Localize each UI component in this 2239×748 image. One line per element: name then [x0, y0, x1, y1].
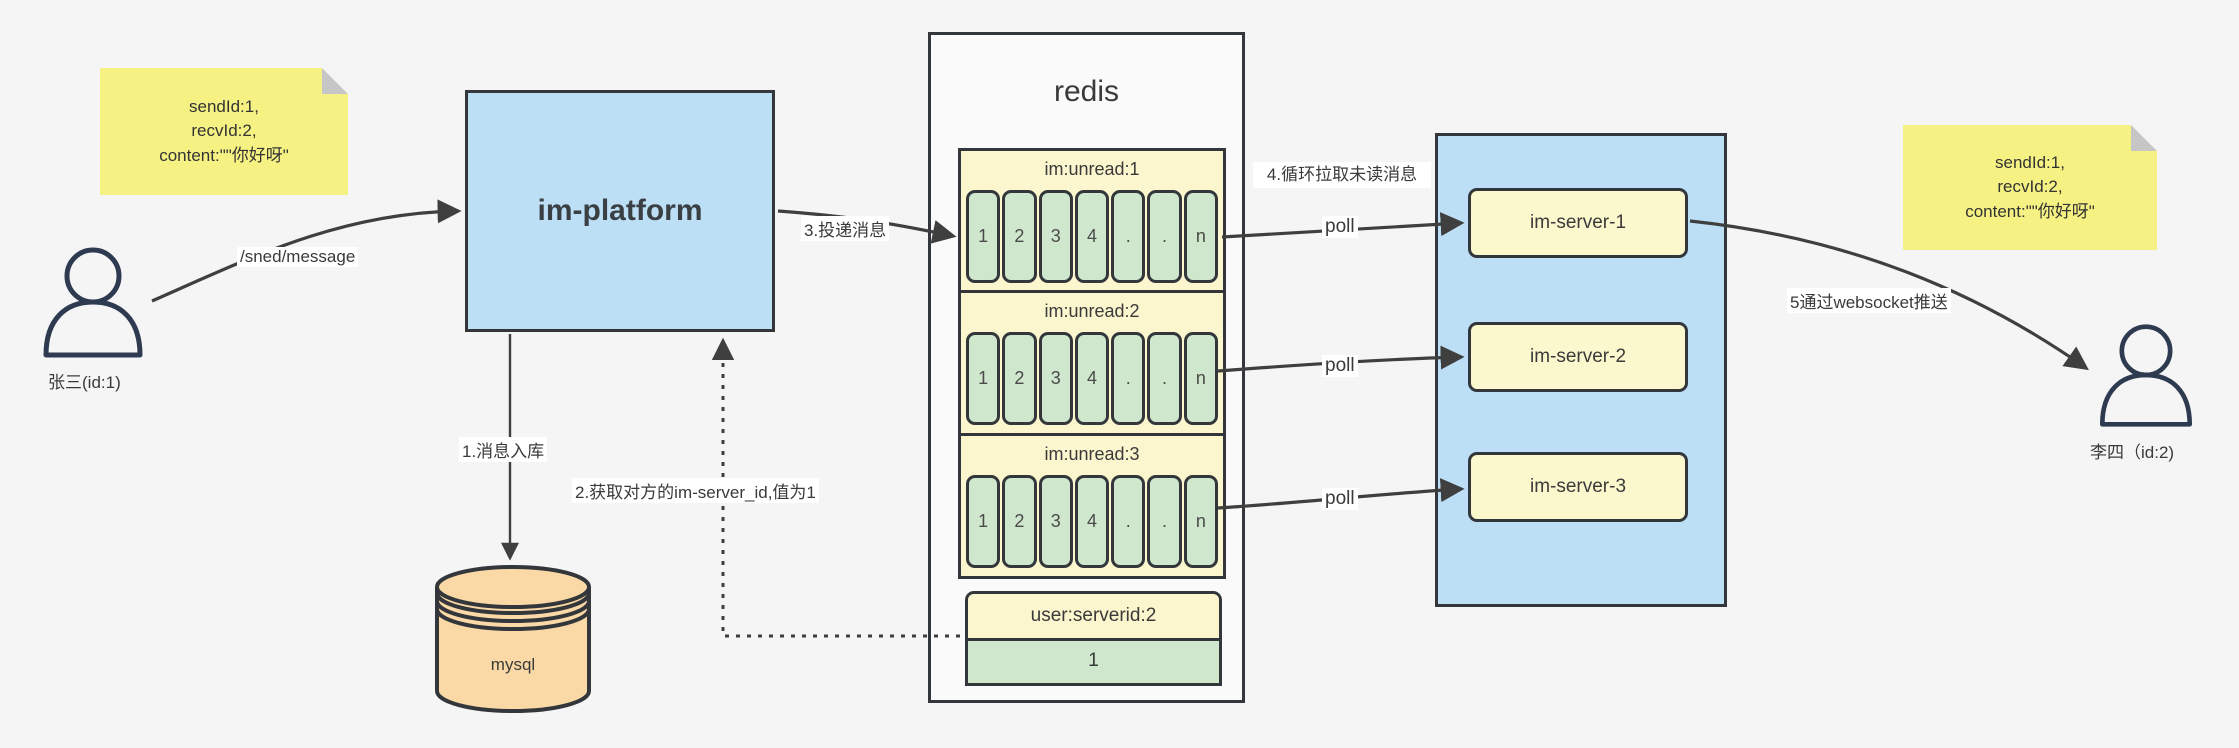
queue-cell: 4 — [1074, 332, 1110, 425]
edge-label-lookup: 2.获取对方的im-server_id,值为1 — [572, 478, 819, 503]
queue-cell: n — [1183, 190, 1218, 283]
queue-im-unread-1: im:unread:1 1 2 3 4 . . n — [958, 148, 1226, 294]
sticky-right-line1: sendId:1, — [1995, 152, 2065, 172]
queue-3-name: im:unread:3 — [1044, 444, 1140, 464]
im-server-2-label: im-server-2 — [1529, 346, 1627, 367]
sender-label: 张三(id:1) — [48, 373, 121, 392]
queue-3-cells: 1 2 3 4 . . n — [966, 475, 1218, 568]
queue-cell: 3 — [1038, 190, 1073, 283]
queue-2-name: im:unread:2 — [1044, 301, 1140, 321]
edge-label-poll-3: poll — [1322, 488, 1358, 510]
queue-cell: 1 — [966, 475, 1001, 568]
edge-label-store: 1.消息入库 — [459, 437, 548, 462]
queue-cell: . — [1147, 190, 1182, 283]
receiver-label: 李四（id:2) — [2090, 443, 2175, 462]
queue-2-cells: 1 2 3 4 . . n — [966, 332, 1218, 425]
sticky-right-fold-icon — [2131, 125, 2157, 151]
queue-cell: . — [1111, 190, 1146, 283]
queue-cell: . — [1111, 475, 1146, 568]
edge-label-poll-1: poll — [1322, 216, 1358, 238]
kv-key: user:serverid:2 — [968, 594, 1219, 641]
mysql-cylinder-icon — [435, 565, 591, 713]
sticky-left-fold-icon — [322, 68, 348, 94]
im-server-3-node: im-server-3 — [1468, 452, 1688, 522]
queue-cell: 3 — [1038, 475, 1073, 568]
kv-user-serverid: user:serverid:2 1 — [965, 591, 1222, 686]
queue-cell: . — [1147, 475, 1182, 568]
queue-im-unread-2: im:unread:2 1 2 3 4 . . n — [958, 290, 1226, 436]
queue-cell: . — [1111, 332, 1146, 425]
edge-label-send: /sned/message — [237, 247, 359, 267]
kv-value: 1 — [1088, 649, 1099, 671]
queue-cell: . — [1147, 332, 1182, 425]
queue-im-unread-3: im:unread:3 1 2 3 4 . . n — [958, 433, 1226, 579]
edge-label-deliver: 3.投递消息 — [801, 216, 890, 241]
queue-cell: 4 — [1074, 190, 1110, 283]
receiver-person-icon — [2099, 324, 2193, 427]
queue-cell: 1 — [966, 332, 1001, 425]
edge-label-poll-loop: 4.循环拉取未读消息 — [1253, 162, 1431, 188]
im-server-1-node: im-server-1 — [1468, 188, 1688, 258]
sticky-left-line1: sendId:1, — [189, 96, 259, 116]
im-server-2-node: im-server-2 — [1468, 322, 1688, 392]
queue-cell: 3 — [1038, 332, 1073, 425]
sticky-left-line3: content:""你好呀" — [159, 145, 289, 165]
im-platform-label: im-platform — [537, 194, 703, 227]
queue-cell: 4 — [1074, 475, 1110, 568]
redis-title: redis — [1053, 75, 1120, 108]
queue-cell: n — [1183, 332, 1218, 425]
sticky-right-line2: recvId:2, — [1997, 177, 2063, 197]
sticky-note-right: sendId:1, recvId:2, content:""你好呀" — [1903, 125, 2157, 250]
edge-label-push: 5通过websocket推送 — [1787, 288, 1951, 313]
redis-container: redis im:unread:1 1 2 3 4 . . n im:unrea… — [928, 32, 1245, 703]
sender-person-icon — [43, 247, 143, 358]
queue-1-cells: 1 2 3 4 . . n — [966, 190, 1218, 283]
queue-cell: 2 — [1002, 332, 1037, 425]
im-server-3-label: im-server-3 — [1529, 476, 1627, 497]
sticky-right-line3: content:""你好呀" — [1965, 201, 2095, 221]
queue-1-name: im:unread:1 — [1044, 159, 1140, 179]
sticky-note-left: sendId:1, recvId:2, content:""你好呀" — [100, 68, 348, 195]
sticky-left-line2: recvId:2, — [191, 121, 257, 141]
im-server-1-label: im-server-1 — [1529, 212, 1627, 233]
queue-cell: 2 — [1002, 190, 1037, 283]
mysql-label: mysql — [490, 655, 536, 674]
edge-label-poll-2: poll — [1322, 355, 1358, 377]
queue-cell: 2 — [1002, 475, 1037, 568]
im-platform-node: im-platform — [465, 90, 775, 332]
queue-cell: n — [1183, 475, 1218, 568]
queue-cell: 1 — [966, 190, 1001, 283]
